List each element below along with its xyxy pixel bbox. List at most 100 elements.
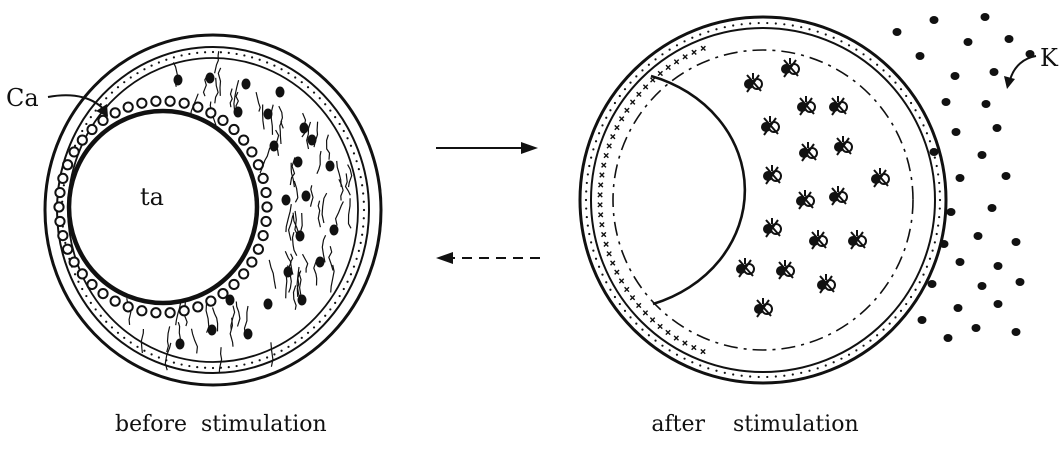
granule <box>270 141 279 152</box>
calcium-vesicle <box>165 97 174 106</box>
fibril <box>230 89 232 108</box>
cross-mark <box>604 242 608 246</box>
cross-mark <box>658 324 662 328</box>
membrane-dot-ring-after <box>585 22 941 378</box>
calcium-vesicle <box>247 257 256 266</box>
membrane-dot <box>938 216 940 218</box>
membrane-dot <box>869 58 871 60</box>
membrane-dot <box>938 182 940 184</box>
membrane-dot <box>724 26 726 28</box>
k-dot <box>964 38 973 46</box>
calcium-vesicle <box>261 188 270 197</box>
membrane-dot <box>817 31 819 33</box>
membrane-dot <box>635 323 637 325</box>
membrane-dot <box>905 95 907 97</box>
cross-mark <box>625 108 629 112</box>
membrane-dot <box>64 242 66 244</box>
label-k: K <box>1040 44 1059 72</box>
membrane-dot <box>324 103 326 105</box>
cross-mark <box>683 341 687 345</box>
membrane-dot <box>598 266 600 268</box>
calcium-vesicle <box>54 202 63 211</box>
calcium-vesicle <box>63 160 72 169</box>
cross-mark <box>651 78 655 82</box>
cross-mark <box>692 50 696 54</box>
membrane-dot <box>876 64 878 66</box>
membrane-dot <box>358 250 360 252</box>
membrane-dot <box>173 56 175 58</box>
cross-mark <box>701 46 705 50</box>
membrane-dot <box>889 75 891 77</box>
membrane-dot <box>900 310 902 312</box>
cross-mark <box>611 134 615 138</box>
membrane-dot <box>343 288 345 290</box>
membrane-dot <box>595 140 597 142</box>
calcium-vesicle <box>193 103 202 112</box>
membrane-dot <box>294 341 296 343</box>
membrane-dot <box>825 33 827 35</box>
cross-mark <box>604 153 608 157</box>
membrane-dot <box>123 337 125 339</box>
fibril <box>219 347 221 373</box>
granule <box>206 73 215 84</box>
calcium-vesicle <box>259 174 268 183</box>
collapsed-vacuole-arc <box>651 76 745 304</box>
k-dot <box>930 148 939 156</box>
membrane-dot <box>361 184 363 186</box>
membrane-dot <box>683 40 685 42</box>
membrane-dot <box>188 53 190 55</box>
membrane-dot <box>862 345 864 347</box>
calcium-vesicle <box>180 306 189 315</box>
membrane-dot <box>313 326 315 328</box>
membrane-dot <box>848 354 850 356</box>
cross-mark <box>630 100 634 104</box>
membrane-dot <box>840 40 842 42</box>
calcium-vesicle <box>78 269 87 278</box>
membrane-dot <box>939 207 941 209</box>
particle-cluster <box>781 58 799 77</box>
k-dot <box>1005 35 1014 43</box>
membrane-dot <box>629 316 631 318</box>
membrane-dot <box>100 315 102 317</box>
granule <box>316 257 325 268</box>
cross-mark <box>598 213 602 217</box>
fibril <box>215 78 218 104</box>
particle-cluster <box>744 73 762 92</box>
membrane-dot <box>346 281 348 283</box>
cross-mark <box>611 261 615 265</box>
membrane-dot <box>669 49 671 51</box>
membrane-dot <box>800 372 802 374</box>
membrane-dot <box>848 44 850 46</box>
membrane-dot <box>601 273 603 275</box>
membrane-dot <box>619 95 621 97</box>
membrane-dot <box>862 53 864 55</box>
cross-mark <box>674 60 678 64</box>
membrane-dot <box>280 68 282 70</box>
membrane-dot <box>307 332 309 334</box>
calcium-vesicle <box>151 97 160 106</box>
membrane-dot <box>833 37 835 39</box>
fibril <box>311 185 314 206</box>
membrane-dot <box>105 321 107 323</box>
membrane-dot <box>749 22 751 24</box>
membrane-dot <box>707 31 709 33</box>
fibril <box>286 204 291 232</box>
calcium-vesicle <box>124 103 133 112</box>
fibril <box>236 302 240 327</box>
membrane-dot <box>319 321 321 323</box>
membrane-dot <box>95 109 97 111</box>
granule <box>330 225 339 236</box>
calcium-vesicle <box>70 147 79 156</box>
membrane-dot <box>922 124 924 126</box>
cross-mark <box>619 279 623 283</box>
membrane-dot <box>273 65 275 67</box>
calcium-vesicle <box>229 125 238 134</box>
membrane-dot <box>287 72 289 74</box>
granule <box>326 161 335 172</box>
membrane-dot <box>648 64 650 66</box>
k-dot <box>940 240 949 248</box>
k-dot <box>990 68 999 76</box>
calcium-vesicle <box>259 231 268 240</box>
membrane-dot <box>136 72 138 74</box>
calcium-vesicle <box>254 160 263 169</box>
